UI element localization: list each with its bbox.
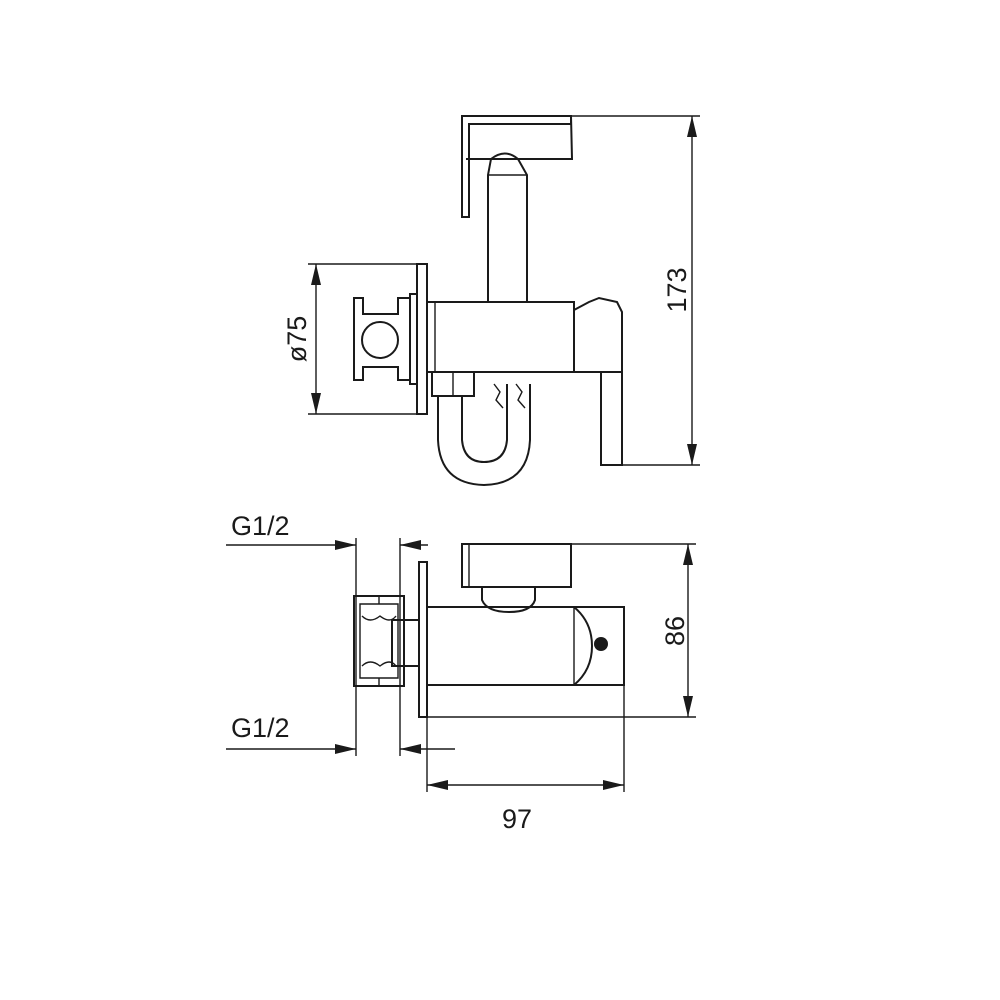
height-bottom-label: 86 [660,616,690,646]
hose-inner [461,384,508,464]
hose-break [493,383,526,409]
side-lever-dot [594,637,608,651]
valve-body [426,301,575,373]
wall-flange [416,263,428,415]
thread-upper-label: G1/2 [231,511,290,541]
lever-handle [573,296,623,373]
side-fitting-inner [359,603,399,679]
side-lever-cap [573,606,594,686]
top-view: ø75 173 [282,115,700,487]
shower-head [461,115,572,218]
dim-86-arrow-bottom [683,696,693,717]
dim-g-upper-arrow-in [335,540,356,550]
dim-g-lower-arrow-in [335,744,356,754]
dim-g-upper-arrow-out [400,540,421,550]
side-neck [481,587,536,614]
side-view: G1/2 G1/2 86 97 [226,511,696,834]
height-top-label: 173 [662,267,692,312]
diameter-label: ø75 [282,316,312,363]
side-fitting-thread [361,615,397,667]
dim-dia-arrow-bottom [311,393,321,414]
dim-g-lower-arrow-out [400,744,421,754]
side-wall-plate [418,561,428,718]
dim-173-arrow-bottom [687,444,697,465]
side-fitting [353,595,405,687]
thread-lower-label: G1/2 [231,713,290,743]
side-spout-stub [391,619,420,667]
shower-neck [487,152,528,303]
holder-bracket [353,297,411,381]
dim-97-arrow-left [427,780,448,790]
dim-86-arrow-top [683,544,693,565]
flange-plate [409,293,418,385]
side-shower-head [461,543,572,588]
shower-head-tip [466,115,574,160]
dim-97-arrow-right [603,780,624,790]
lever-arm [600,372,623,466]
hose-outer [437,384,531,487]
dim-dia-arrow-top [311,264,321,285]
holder-ring [361,321,399,359]
dim-173-arrow-top [687,116,697,137]
width-label: 97 [502,804,532,834]
